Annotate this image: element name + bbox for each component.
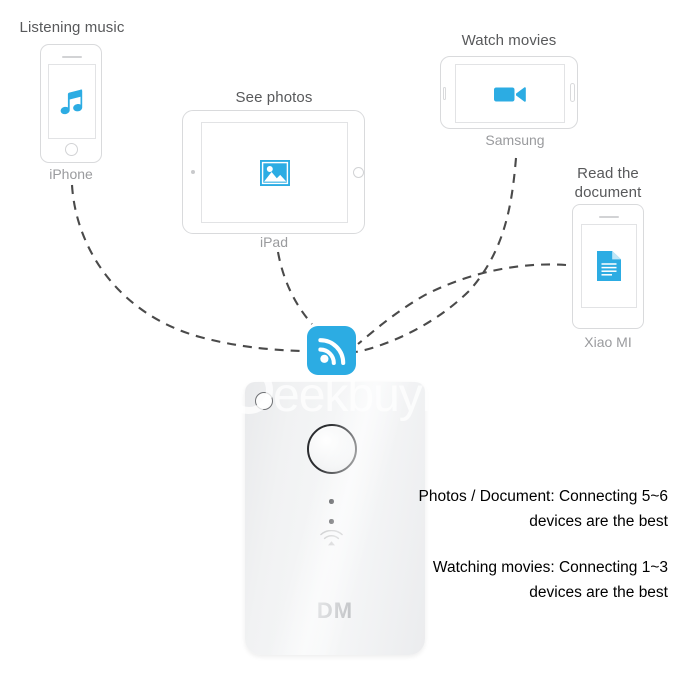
wifi-signal-icon (317, 337, 345, 365)
info-line-2: devices are the best (529, 513, 668, 530)
document-icon (597, 251, 621, 281)
led-indicator-2 (329, 519, 334, 524)
activity-label-xiaomi: Read the document (574, 165, 642, 201)
info-paragraph-movies: Watching movies: Connecting 1~3 devices … (396, 555, 668, 605)
video-camera-icon (494, 86, 526, 102)
wifi-indicator-icon (320, 530, 343, 546)
info-text-block: Photos / Document: Connecting 5~6 device… (396, 484, 668, 605)
led-indicator-1 (329, 499, 334, 504)
ipad-home-button (353, 167, 364, 178)
ipad-screen (201, 122, 348, 223)
device-xiaomi[interactable] (572, 204, 644, 329)
line-xiaomi-to-hub (357, 263, 567, 345)
device-name-iphone: iPhone (49, 166, 93, 182)
samsung-right-key (570, 83, 575, 102)
photo-icon (259, 159, 290, 186)
activity-label-samsung: Watch movies (461, 32, 557, 49)
line-samsung-to-hub (355, 157, 518, 354)
device-name-xiaomi: Xiao MI (584, 334, 632, 350)
line-ipad-to-hub (276, 251, 313, 325)
iphone-screen (48, 64, 96, 139)
device-name-samsung: Samsung (485, 132, 545, 148)
info-paragraph-photos: Photos / Document: Connecting 5~6 device… (396, 484, 668, 534)
music-note-icon (60, 88, 83, 114)
xiaomi-screen (581, 224, 637, 308)
activity-label-ipad: See photos (235, 89, 313, 106)
iphone-home-button (65, 143, 78, 156)
xiaomi-speaker-icon (599, 216, 619, 219)
info-line-1: Photos / Document: Connecting 5~6 (418, 488, 668, 505)
ipad-camera-icon (191, 170, 195, 174)
device-samsung[interactable] (440, 56, 578, 129)
wifi-hub-icon[interactable] (307, 326, 356, 375)
samsung-screen (455, 64, 565, 123)
power-bank-lanyard-hole (255, 392, 273, 410)
device-ipad[interactable] (182, 110, 365, 234)
info-line-3: Watching movies: Connecting 1~3 (432, 559, 668, 576)
samsung-left-key (443, 87, 446, 100)
power-button[interactable] (307, 424, 357, 474)
info-line-4: devices are the best (529, 584, 668, 601)
device-iphone[interactable] (40, 44, 102, 163)
device-name-ipad: iPad (259, 234, 289, 250)
iphone-speaker-icon (62, 56, 82, 59)
activity-label-iphone: Listening music (19, 19, 125, 36)
